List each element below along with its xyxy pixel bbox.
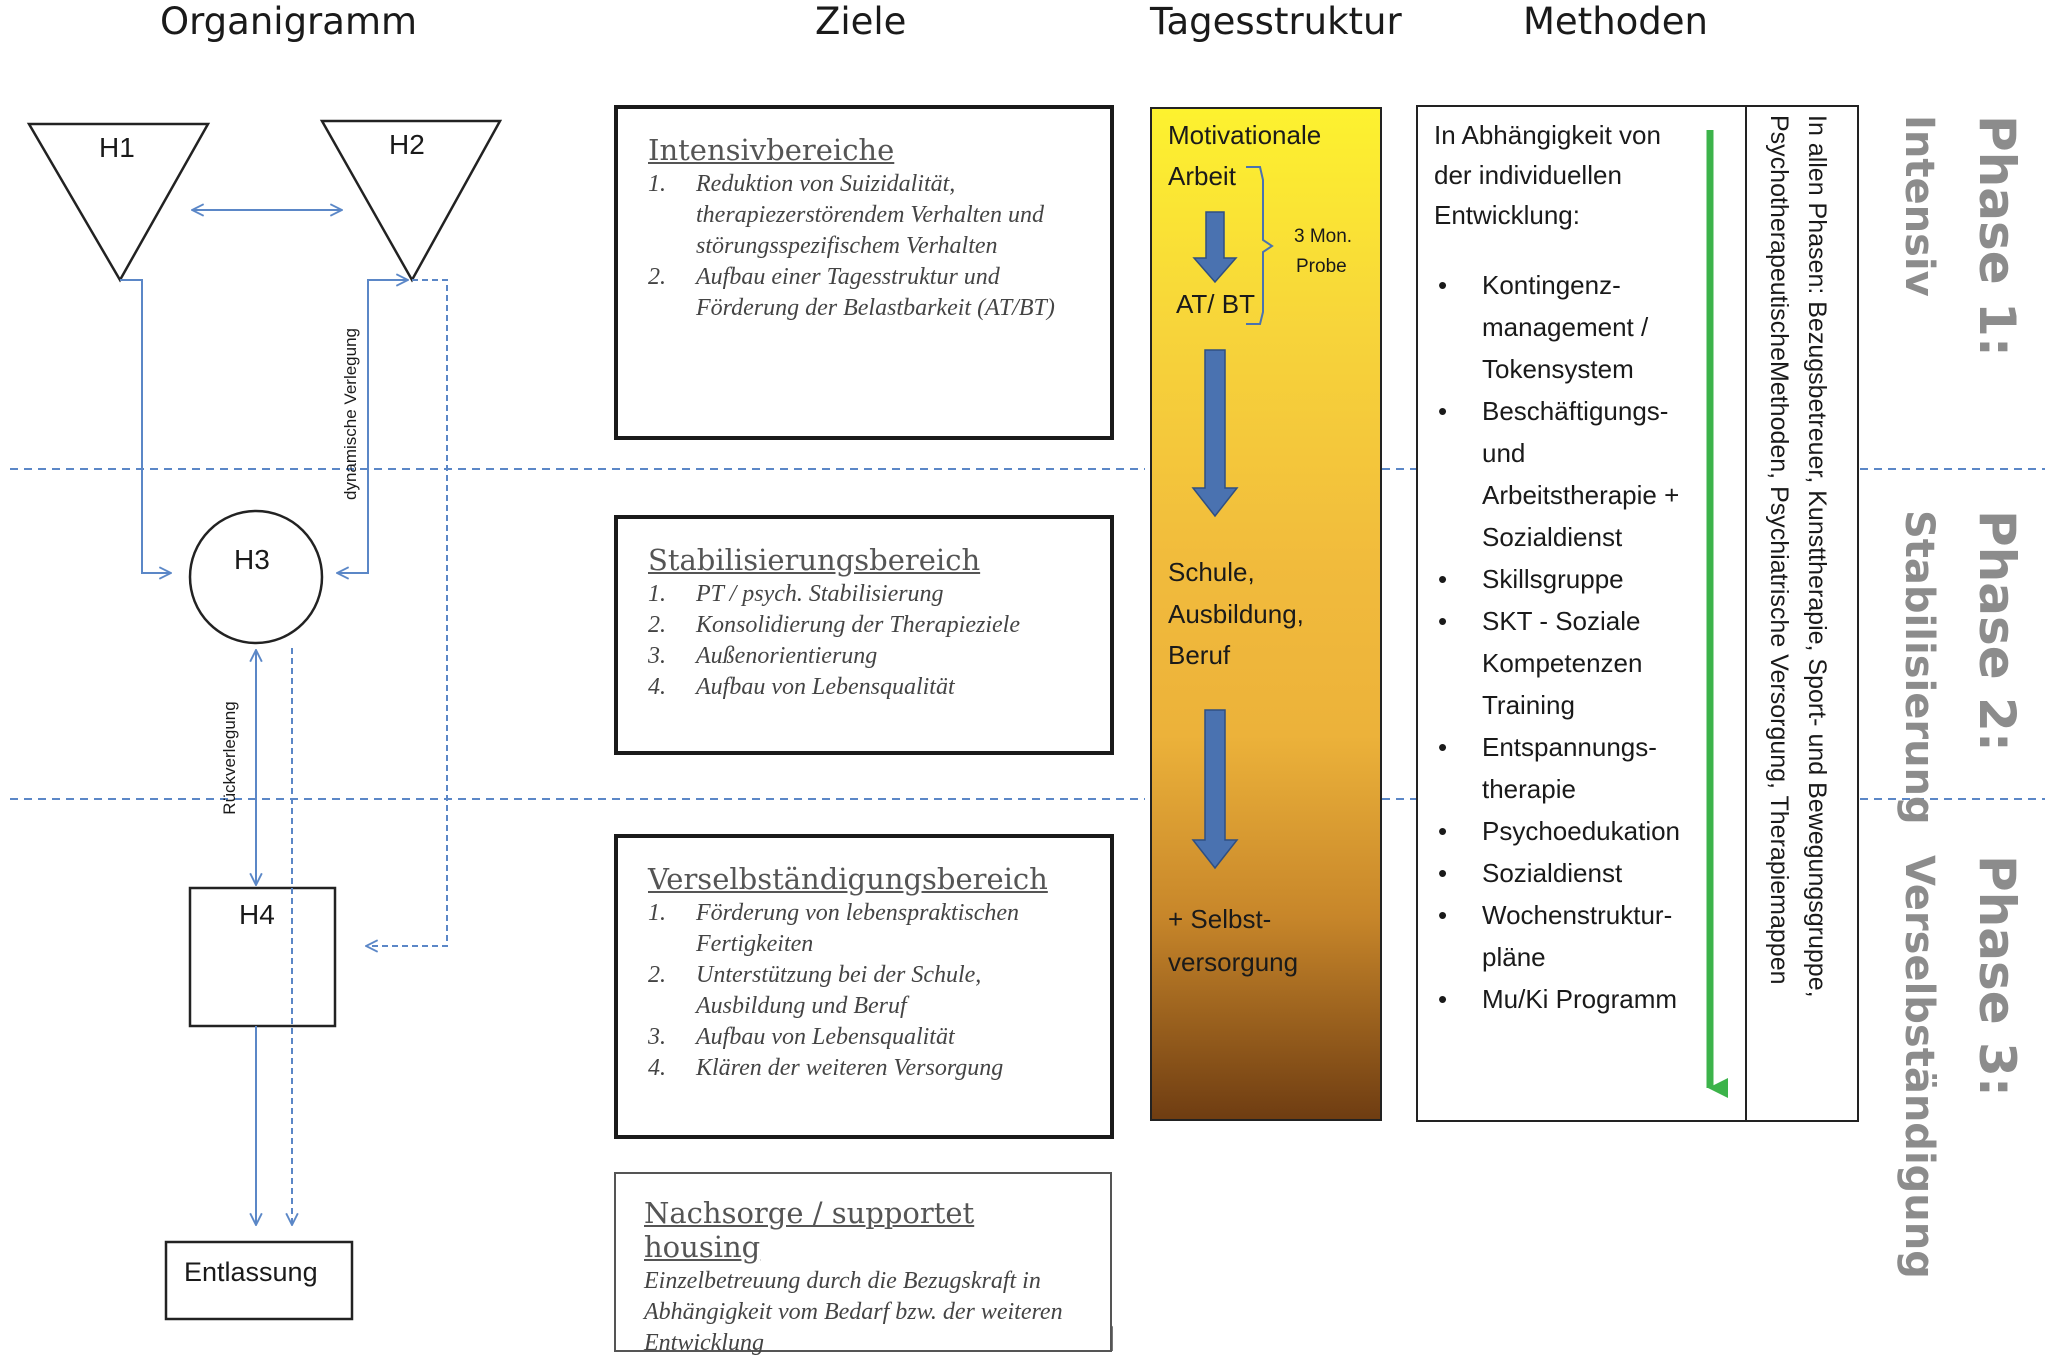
- goal-title-intensiv: Intensivbereiche: [648, 133, 895, 167]
- goal-title-verselbstaendigung: Verselbständigungsbereich: [648, 862, 1048, 896]
- h1-label: H1: [99, 132, 135, 163]
- goal-item: 4.Klären der weiteren Versorgung: [648, 1055, 1004, 1081]
- tag-versorgung: versorgung: [1168, 947, 1299, 977]
- tag-motivationale: Motivationale: [1168, 120, 1322, 150]
- goal-item: 1.PT / psych. Stabilisierung: [648, 581, 944, 607]
- phase-3-label: Phase 3:: [1968, 855, 2026, 1097]
- methoden-intro: In Abhängigkeit von der individuellen En…: [1434, 120, 1661, 230]
- dynamic-transfer-arrow: [337, 280, 408, 573]
- tag-arbeit: Arbeit: [1168, 161, 1236, 191]
- goal-box-stabilisierung: Stabilisierungsbereich 1.PT / psych. Sta…: [614, 515, 1114, 755]
- tag-selbst: + Selbst-: [1168, 904, 1272, 934]
- methoden-divider: [1745, 105, 1747, 1122]
- goal-box-nachsorge: Nachsorge / supportet housing Einzelbetr…: [614, 1172, 1112, 1356]
- goal-list-stabilisierung: 1.PT / psych. Stabilisierung 2.Konsolidi…: [648, 579, 1090, 703]
- goal-item: 1.Reduktion von Suizidalität, therapieze…: [648, 171, 1044, 259]
- h3-label: H3: [234, 544, 270, 575]
- methoden-item: Entspannungs-therapie: [1434, 726, 1692, 810]
- tag-beruf: Beruf: [1168, 640, 1231, 670]
- methoden-item: Sozialdienst: [1434, 852, 1734, 894]
- h1-to-h3-arrow: [120, 279, 171, 573]
- phase-2-sub: Stabilisierung: [1896, 510, 1942, 825]
- h2-label: H2: [389, 129, 425, 160]
- goal-item: 3.Aufbau von Lebensqualität: [648, 1024, 955, 1050]
- tag-ausbildung: Ausbildung,: [1168, 599, 1304, 629]
- methoden-item: Psychoedukation: [1434, 810, 1734, 852]
- methoden-item: Wochenstruktur-pläne: [1434, 894, 1702, 978]
- goal-item: 2.Unterstützung bei der Schule, Ausbildu…: [648, 962, 982, 1019]
- header-organigramm: Organigramm: [160, 0, 418, 43]
- header-ziele: Ziele: [815, 0, 907, 43]
- tag-schule: Schule,: [1168, 557, 1255, 587]
- phase-3-sub: Verselbständigung: [1896, 855, 1942, 1279]
- h3-circle: [188, 509, 324, 645]
- header-tagesstruktur: Tagesstruktur: [1150, 0, 1402, 43]
- goal-item: 1.Förderung von lebenspraktischen Fertig…: [648, 900, 1020, 957]
- entlassung-box: [164, 1240, 354, 1321]
- h2-to-h4-dashed-arrow: [366, 279, 448, 946]
- all-phases-text-line1: In allen Phasen: Bezugsbetreuer, Kunstth…: [1803, 115, 1831, 998]
- goal-item: 2.Konsolidierung der Therapieziele: [648, 612, 1020, 638]
- header-methoden: Methoden: [1523, 0, 1708, 43]
- goal-item: 3.Außenorientierung: [648, 643, 878, 669]
- goal-title-nachsorge: Nachsorge / supportet housing: [644, 1196, 975, 1264]
- methoden-item: Mu/Ki Programm: [1434, 978, 1734, 1020]
- phase-1-sub: Intensiv: [1896, 115, 1942, 297]
- nachsorge-text: Einzelbetreuung durch die Bezugskraft in…: [644, 1268, 1063, 1356]
- tag-at-bt: AT/ BT: [1176, 289, 1255, 319]
- phase-2-label: Phase 2:: [1968, 510, 2026, 752]
- goal-list-intensiv: 1.Reduktion von Suizidalität, therapieze…: [648, 169, 1090, 324]
- entlassung-label: Entlassung: [184, 1257, 318, 1287]
- dynamic-transfer-label: dynamische Verlegung: [341, 327, 360, 500]
- rueckverlegung-label: Rückverlegung: [220, 701, 239, 815]
- tag-probe-line2: Probe: [1296, 256, 1347, 277]
- methoden-item: Skillsgruppe: [1434, 558, 1734, 600]
- h1-triangle: [26, 122, 211, 283]
- all-phases-text-line2: PsychotherapeutischeMethoden, Psychiatri…: [1765, 115, 1793, 985]
- goal-item: 2.Aufbau einer Tagesstruktur und Förderu…: [648, 264, 1055, 321]
- methoden-item: Beschäftigungs- und Arbeitstherapie + So…: [1434, 390, 1702, 558]
- tag-probe-line1: 3 Mon.: [1294, 226, 1353, 247]
- goal-box-intensiv: Intensivbereiche 1.Reduktion von Suizida…: [614, 105, 1114, 440]
- h4-box: [188, 886, 337, 1028]
- goal-list-verselbstaendigung: 1.Förderung von lebenspraktischen Fertig…: [648, 898, 1090, 1084]
- methoden-list: Kontingenz-management / Tokensystem Besc…: [1434, 264, 1734, 1020]
- goal-title-stabilisierung: Stabilisierungsbereich: [648, 543, 981, 577]
- h4-label: H4: [239, 899, 275, 930]
- methoden-item: Kontingenz-management / Tokensystem: [1434, 264, 1692, 390]
- goal-item: 4.Aufbau von Lebensqualität: [648, 674, 955, 700]
- goal-box-verselbstaendigung: Verselbständigungsbereich 1.Förderung vo…: [614, 834, 1114, 1139]
- tagesstruktur-column: [1150, 107, 1382, 1121]
- h2-triangle: [319, 119, 503, 283]
- methoden-box: [1416, 105, 1859, 1122]
- phase-1-label: Phase 1:: [1968, 115, 2026, 357]
- methoden-item: SKT - Soziale Kompetenzen Training: [1434, 600, 1692, 726]
